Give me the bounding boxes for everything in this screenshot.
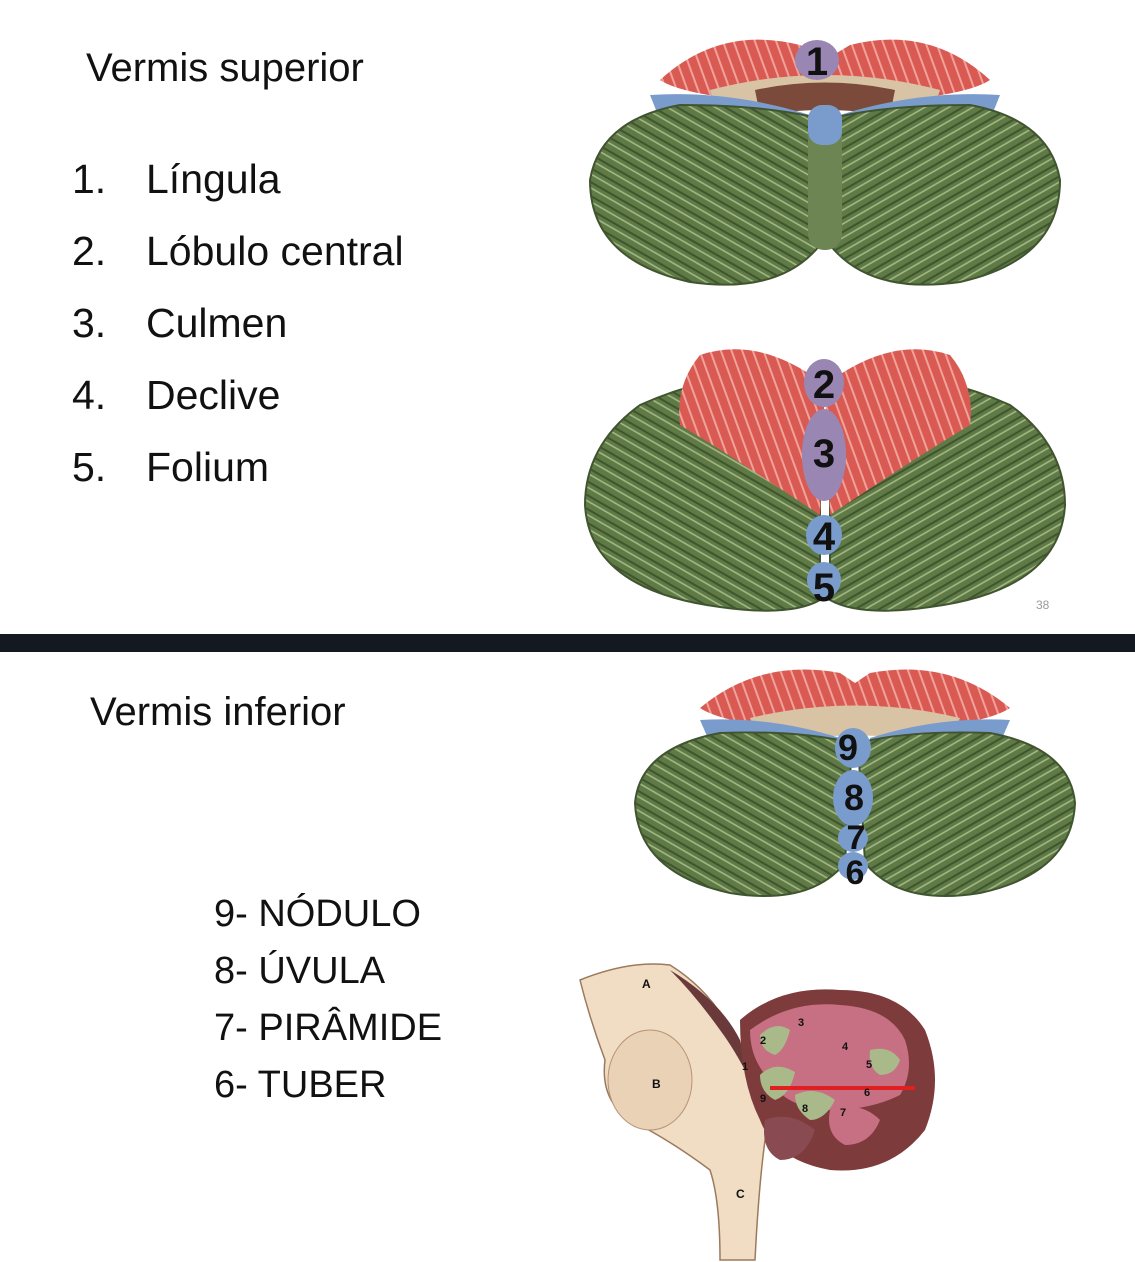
list-item: 9- NÓDULO	[214, 893, 421, 935]
list-item: 8- ÚVULA	[214, 950, 386, 992]
left-hemisphere-shape	[588, 103, 827, 286]
list-item: 5.Folium	[72, 443, 270, 490]
label-9: 9	[838, 727, 858, 768]
vermis-shape	[802, 359, 846, 598]
slide-title: Vermis inferior	[90, 690, 346, 734]
section-number-9: 9	[760, 1093, 766, 1105]
sagittal-section-figure: A B C 1 2 3 4 5 6 7 8 9	[579, 963, 935, 1261]
label-5: 5	[813, 566, 835, 610]
label-6: 6	[846, 854, 865, 892]
list-item: 1.Língula	[72, 155, 281, 202]
vermis-shape	[795, 40, 842, 250]
section-letter-c: C	[736, 1187, 745, 1201]
slide-title: Vermis superior	[86, 46, 364, 90]
label-8: 8	[844, 777, 864, 818]
slide-number: 38	[1036, 598, 1050, 612]
list-item: 3.Culmen	[72, 299, 288, 346]
lobe-list: 1.Língula 2.Lóbulo central 3.Culmen 4.De…	[72, 143, 404, 503]
lobe-list: 9- NÓDULO 8- ÚVULA 7- PIRÂMIDE 6- TUBER	[214, 886, 442, 1114]
section-number-2: 2	[760, 1035, 766, 1047]
section-number-4: 4	[842, 1041, 849, 1053]
label-1: 1	[806, 40, 828, 84]
label-2: 2	[813, 363, 835, 407]
list-item: 4.Declive	[72, 371, 281, 418]
cerebellum-section-shape	[740, 989, 935, 1171]
vermis-shape	[833, 728, 873, 880]
section-letter-a: A	[642, 977, 651, 991]
right-hemisphere-shape	[823, 103, 1062, 286]
section-number-5: 5	[866, 1059, 872, 1071]
slide-divider	[0, 634, 1135, 652]
cerebellum-superior-figure: 2 3 4 5	[583, 349, 1067, 612]
label-7: 7	[847, 819, 866, 857]
list-item: 6- TUBER	[214, 1064, 387, 1106]
slide-vermis-superior: Vermis superior 1.Língula 2.Lóbulo centr…	[72, 39, 1067, 612]
list-item: 2.Lóbulo central	[72, 227, 404, 274]
section-letter-b: B	[652, 1077, 661, 1091]
section-number-8: 8	[802, 1103, 808, 1115]
section-number-7: 7	[840, 1107, 846, 1119]
left-hemisphere-shape	[633, 731, 854, 897]
cerebellum-inferior-figure: 9 8 7 6	[633, 669, 1077, 897]
section-number-3: 3	[798, 1017, 804, 1029]
label-3: 3	[813, 432, 835, 476]
brainstem-shape	[579, 963, 771, 1261]
slide-vermis-inferior: Vermis inferior 9- NÓDULO 8- ÚVULA 7- PI…	[0, 652, 1135, 1262]
label-4: 4	[813, 515, 836, 559]
section-number-1: 1	[742, 1061, 748, 1073]
section-number-6: 6	[864, 1087, 870, 1099]
right-hemisphere-shape	[856, 731, 1077, 897]
cerebellum-anterior-figure: 1	[588, 39, 1062, 286]
red-lobe-shape	[679, 349, 971, 515]
list-item: 7- PIRÂMIDE	[214, 1007, 443, 1049]
